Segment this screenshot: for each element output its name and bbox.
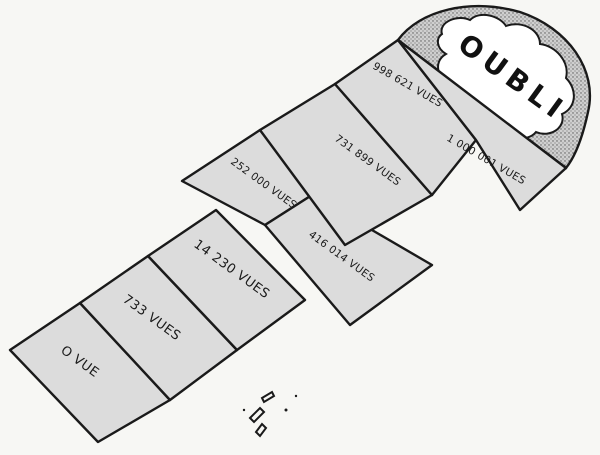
hopscotch-grid: [8, 38, 568, 444]
cell-4: [263, 193, 434, 327]
cell-7: [396, 38, 568, 212]
chalk-pieces: [242, 390, 298, 438]
oubli-dome: OUBLI: [396, 5, 592, 170]
cell-2: [146, 208, 307, 352]
